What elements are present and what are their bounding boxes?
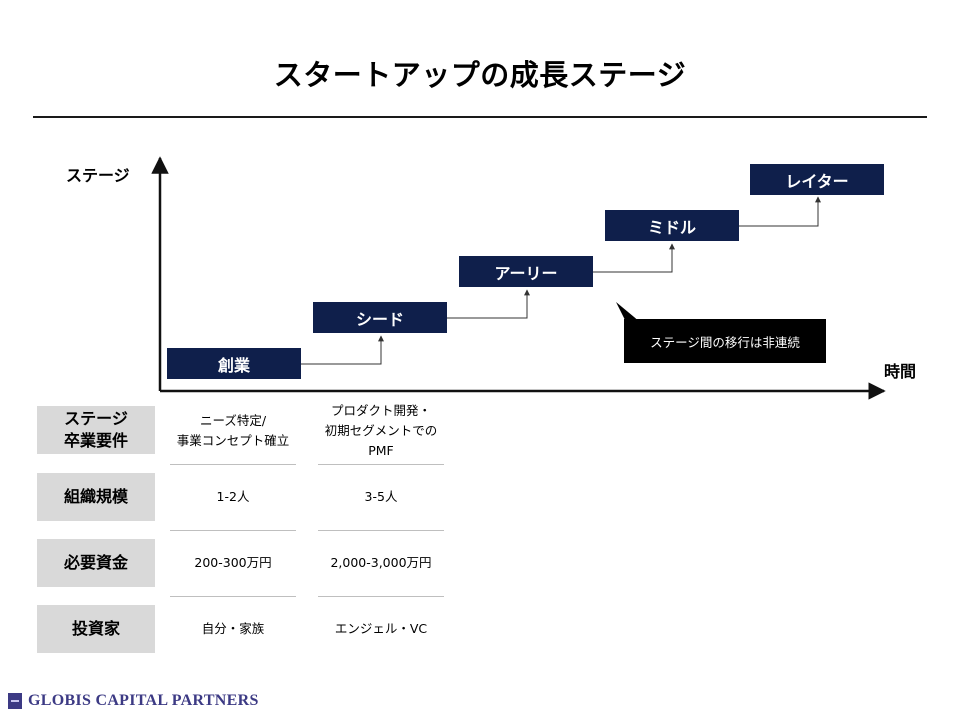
cell-funding-seed: 2,000-3,000万円 [318,539,444,587]
discontinuity-callout: ステージ間の移行は非連続 [624,319,826,363]
cell-org-size-founding: 1-2人 [170,473,296,521]
title-divider [33,116,927,118]
cell-line: 1-2人 [216,489,250,504]
stage-box-founding: 創業 [167,348,301,379]
cell-line: 200-300万円 [194,555,272,570]
connector-4 [739,196,821,227]
row-label-graduation: ステージ 卒業要件 [37,406,155,454]
row-label-line: 卒業要件 [63,431,128,450]
cell-investors-seed: エンジェル・VC [318,605,444,653]
cell-line: 初期セグメントでのPMF [324,423,438,458]
cell-divider [170,596,296,597]
cell-line: プロダクト開発・ [330,403,431,418]
cell-line: 自分・家族 [201,621,265,636]
cell-investors-founding: 自分・家族 [170,605,296,653]
cell-divider [170,464,296,465]
row-label-investors: 投資家 [37,605,155,653]
page-title: スタートアップの成長ステージ [273,58,687,92]
stage-box-early: アーリー [459,256,593,287]
logo-text: GLOBIS CAPITAL PARTNERS [28,692,259,709]
cell-divider [318,530,444,531]
cell-line: 3-5人 [364,489,398,504]
cell-line: エンジェル・VC [334,621,428,636]
row-label-line: 必要資金 [63,553,128,573]
connector-2 [447,289,530,319]
cell-org-size-seed: 3-5人 [318,473,444,521]
row-label-org-size: 組織規模 [37,473,155,521]
stage-box-middle: ミドル [605,210,739,241]
row-label-line: ステージ [64,409,128,429]
cell-funding-founding: 200-300万円 [170,539,296,587]
cell-line: ニーズ特定/ [199,413,267,428]
cell-divider [318,464,444,465]
cell-divider [318,596,444,597]
connector-1 [301,335,384,365]
globis-logo-icon [8,693,22,709]
x-axis-label: 時間 [884,362,917,381]
row-label-line: 投資家 [71,619,120,639]
cell-line: 事業コンセプト確立 [176,433,290,448]
callout-pointer [616,302,640,322]
cell-graduation-seed: プロダクト開発・ 初期セグメントでのPMF [318,403,444,458]
y-axis-label: ステージ [66,166,130,185]
footer-logo: GLOBIS CAPITAL PARTNERS [8,692,259,710]
cell-graduation-founding: ニーズ特定/ 事業コンセプト確立 [170,407,296,455]
stage-box-later: レイター [750,164,884,195]
cell-divider [170,530,296,531]
row-label-line: 組織規模 [63,487,128,507]
stage-box-seed: シード [313,302,447,333]
row-label-funding: 必要資金 [37,539,155,587]
cell-line: 2,000-3,000万円 [330,555,432,570]
connector-3 [593,243,675,273]
